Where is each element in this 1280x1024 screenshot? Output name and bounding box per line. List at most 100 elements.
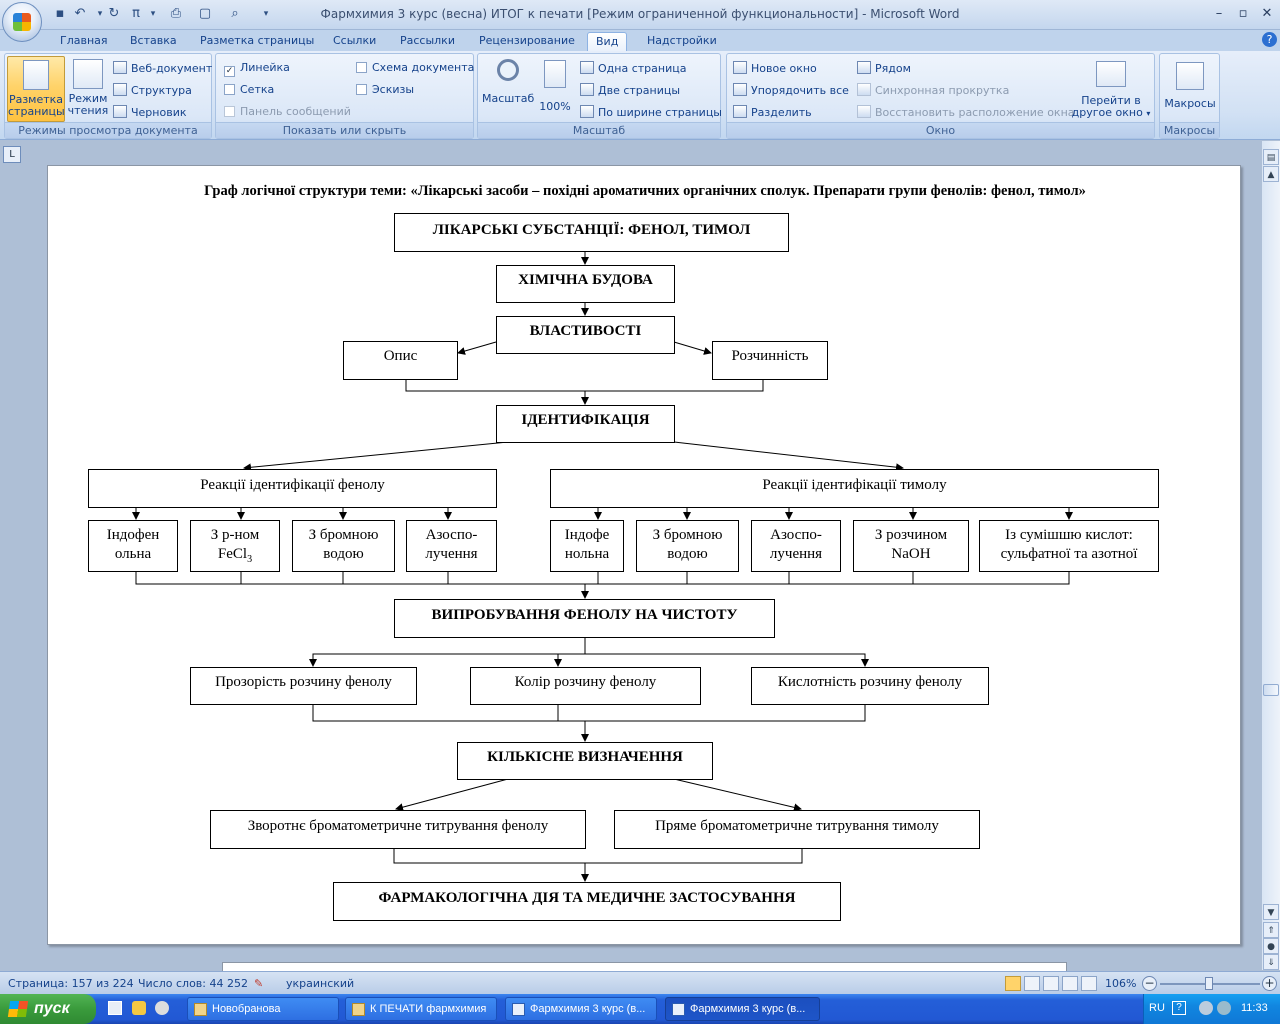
outline-label: Структура — [131, 84, 192, 97]
save-icon[interactable]: ▪ — [55, 6, 65, 21]
minimize-button[interactable]: – — [1215, 6, 1223, 21]
office-button[interactable] — [2, 2, 42, 42]
tab-view[interactable]: Вид — [587, 32, 628, 51]
help-tray-icon[interactable]: ? — [1172, 1001, 1186, 1015]
doc-map-checkbox[interactable]: Схема документа — [356, 61, 474, 74]
select-browse-object-icon[interactable]: ● — [1263, 938, 1279, 954]
tab-selector-button[interactable]: L — [3, 146, 21, 163]
proofing-icon[interactable]: ✎ — [254, 977, 264, 990]
group-label-views: Режимы просмотра документа — [5, 122, 211, 138]
new-doc-icon[interactable]: ▢ — [198, 6, 212, 21]
previous-page-icon[interactable]: ⇑ — [1263, 922, 1279, 938]
document-page[interactable]: Граф логічної структури теми: «Лікарські… — [47, 165, 1241, 945]
word-count[interactable]: Число слов: 44 252 — [138, 977, 248, 990]
window-title: Фармхимия 3 курс (весна) ИТОГ к печати [… — [320, 7, 960, 21]
zoom-button[interactable]: Масштаб — [482, 56, 534, 122]
web-layout-button[interactable]: Веб-документ — [113, 61, 212, 75]
two-pages-button[interactable]: Две страницы — [580, 83, 680, 97]
switch-windows-button[interactable]: Перейти в другое окно ▾ — [1069, 56, 1153, 122]
page-count[interactable]: Страница: 157 из 224 — [8, 977, 134, 990]
full-screen-reading-button[interactable]: Режим чтения — [67, 56, 109, 122]
zoom-slider-thumb[interactable] — [1205, 977, 1213, 990]
outline-button[interactable]: Структура — [113, 83, 192, 97]
language-indicator[interactable]: украинский — [286, 977, 355, 990]
macros-button[interactable]: Макросы — [1162, 56, 1218, 122]
undo-dropdown-icon[interactable]: ▾ — [97, 9, 103, 19]
arrange-all-icon — [733, 83, 747, 96]
draft-button[interactable]: Черновик — [113, 105, 187, 119]
new-window-icon — [733, 61, 747, 74]
tab-review[interactable]: Рецензирование — [479, 34, 575, 47]
equation-icon[interactable]: π — [132, 6, 140, 21]
doc-map-label: Схема документа — [372, 61, 475, 74]
draft-view-icon[interactable] — [1081, 976, 1097, 991]
redo-icon[interactable]: ↻ — [108, 6, 120, 21]
tab-addins[interactable]: Надстройки — [647, 34, 717, 47]
group-label-macros: Макросы — [1160, 122, 1219, 138]
web-view-icon[interactable] — [1043, 976, 1059, 991]
show-desktop-icon[interactable] — [108, 1001, 122, 1015]
outline-view-icon[interactable] — [1062, 976, 1078, 991]
reset-position-button[interactable]: Восстановить расположение окна — [857, 105, 1075, 119]
tab-page-layout[interactable]: Разметка страницы — [200, 34, 315, 47]
tray-icon-2[interactable] — [1217, 1001, 1231, 1015]
new-window-button[interactable]: Новое окно — [733, 61, 817, 75]
tray-icon-1[interactable] — [1199, 1001, 1213, 1015]
thumbnails-checkbox[interactable]: Эскизы — [356, 83, 414, 96]
zoom-out-icon[interactable]: − — [1142, 976, 1157, 991]
print-layout-view-icon[interactable] — [1005, 976, 1021, 991]
scroll-up-icon[interactable]: ▲ — [1263, 166, 1279, 182]
side-by-side-icon — [857, 61, 871, 74]
print-layout-button[interactable]: Разметка страницы — [7, 56, 65, 122]
node-text: лучення — [769, 546, 823, 562]
maximize-button[interactable]: ▫ — [1238, 6, 1248, 21]
reading-view-icon[interactable] — [1024, 976, 1040, 991]
next-page-icon[interactable]: ⇓ — [1263, 954, 1279, 970]
print-layout-label-1: Разметка — [8, 93, 64, 106]
close-button[interactable]: ✕ — [1261, 6, 1273, 21]
page-width-button[interactable]: По ширине страницы — [580, 105, 722, 119]
split-button[interactable]: Разделить — [733, 105, 812, 119]
taskbar-item-1[interactable]: Новобранова — [187, 997, 339, 1021]
equation-dropdown-icon[interactable]: ▾ — [150, 9, 156, 19]
undo-icon[interactable]: ↶ — [74, 6, 86, 21]
zoom-level[interactable]: 106% — [1105, 977, 1137, 990]
print-preview-icon[interactable]: ⌕ — [231, 6, 239, 21]
gridlines-checkbox[interactable]: Сетка — [224, 83, 274, 96]
sync-scroll-button[interactable]: Синхронная прокрутка — [857, 83, 1009, 97]
one-page-button[interactable]: Одна страница — [580, 61, 686, 75]
zoom-in-icon[interactable]: + — [1262, 976, 1277, 991]
vertical-scrollbar[interactable] — [1262, 141, 1280, 970]
taskbar-item-4[interactable]: Фармхимия 3 курс (в... — [665, 997, 820, 1021]
side-by-side-button[interactable]: Рядом — [857, 61, 911, 75]
arrange-all-button[interactable]: Упорядочить все — [733, 83, 849, 97]
word-icon — [672, 1003, 685, 1016]
tab-home[interactable]: Главная — [60, 34, 108, 47]
zoom-100-button[interactable]: 100% — [536, 56, 574, 122]
quick-launch-icon[interactable] — [132, 1001, 146, 1015]
message-bar-checkbox[interactable]: Панель сообщений — [224, 105, 351, 118]
clock[interactable]: 11:33 — [1241, 1002, 1268, 1014]
node-acidity: Кислотність розчину фенолу — [751, 667, 989, 705]
scroll-down-icon[interactable]: ▼ — [1263, 904, 1279, 920]
scroll-thumb[interactable] — [1263, 684, 1279, 696]
group-window: Новое окно Упорядочить все Разделить Ряд… — [726, 53, 1155, 139]
tab-mailings[interactable]: Рассылки — [400, 34, 455, 47]
media-player-icon[interactable] — [155, 1001, 169, 1015]
taskbar-item-2[interactable]: К ПЕЧАТИ фармхимия — [345, 997, 497, 1021]
language-indicator-tray[interactable]: RU — [1149, 1002, 1165, 1014]
node-thymol-acids: Із сумішшю кислот:сульфатної та азотної — [979, 520, 1159, 572]
start-button[interactable]: пуск — [0, 994, 96, 1024]
taskbar-item-label: Фармхимия 3 курс (в... — [690, 1003, 806, 1015]
title-bar: ▪ ↶ ▾ ↻ π ▾ ⎙ ▢ ⌕ ▾ Фармхимия 3 курс (ве… — [0, 0, 1280, 30]
customize-toolbar-icon[interactable]: ▾ — [263, 9, 269, 19]
taskbar-item-3[interactable]: Фармхимия 3 курс (в... — [505, 997, 657, 1021]
tab-insert[interactable]: Вставка — [130, 34, 177, 47]
ruler-checkbox[interactable]: ✓Линейка — [224, 61, 290, 77]
node-text: Індофе — [564, 527, 610, 543]
view-ruler-icon[interactable]: ▤ — [1263, 149, 1279, 165]
help-icon[interactable]: ? — [1262, 32, 1277, 47]
tab-references[interactable]: Ссылки — [333, 34, 377, 47]
print-icon[interactable]: ⎙ — [170, 6, 182, 21]
